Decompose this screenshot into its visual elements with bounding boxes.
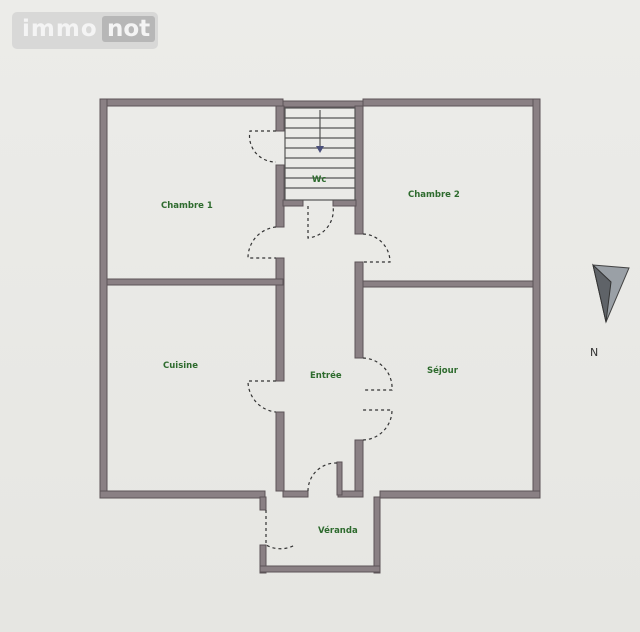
room-labels: Chambre 1 Wc Chambre 2 Cuisine Entrée Sé… <box>161 175 460 536</box>
veranda-walls <box>259 496 381 574</box>
north-label: N <box>590 346 599 359</box>
room-label-chambre-1: Chambre 1 <box>161 201 213 211</box>
room-label-entree: Entrée <box>310 370 342 381</box>
room-label-cuisine: Cuisine <box>163 361 198 371</box>
room-label-veranda: Véranda <box>318 525 358 536</box>
room-label-sejour: Séjour <box>427 365 459 376</box>
logo-text-immo: immo <box>22 16 98 42</box>
door-swings <box>247 130 393 550</box>
stair-direction-arrow-icon <box>316 146 324 153</box>
room-label-chambre-2: Chambre 2 <box>408 190 460 200</box>
outer-walls <box>99 98 541 499</box>
north-arrow-icon <box>592 263 630 324</box>
logo-text-not: not <box>102 16 156 42</box>
interior-walls <box>106 105 534 498</box>
immonot-logo: immo not <box>12 12 158 49</box>
staircase <box>284 107 356 201</box>
room-label-wc: Wc <box>312 175 326 185</box>
